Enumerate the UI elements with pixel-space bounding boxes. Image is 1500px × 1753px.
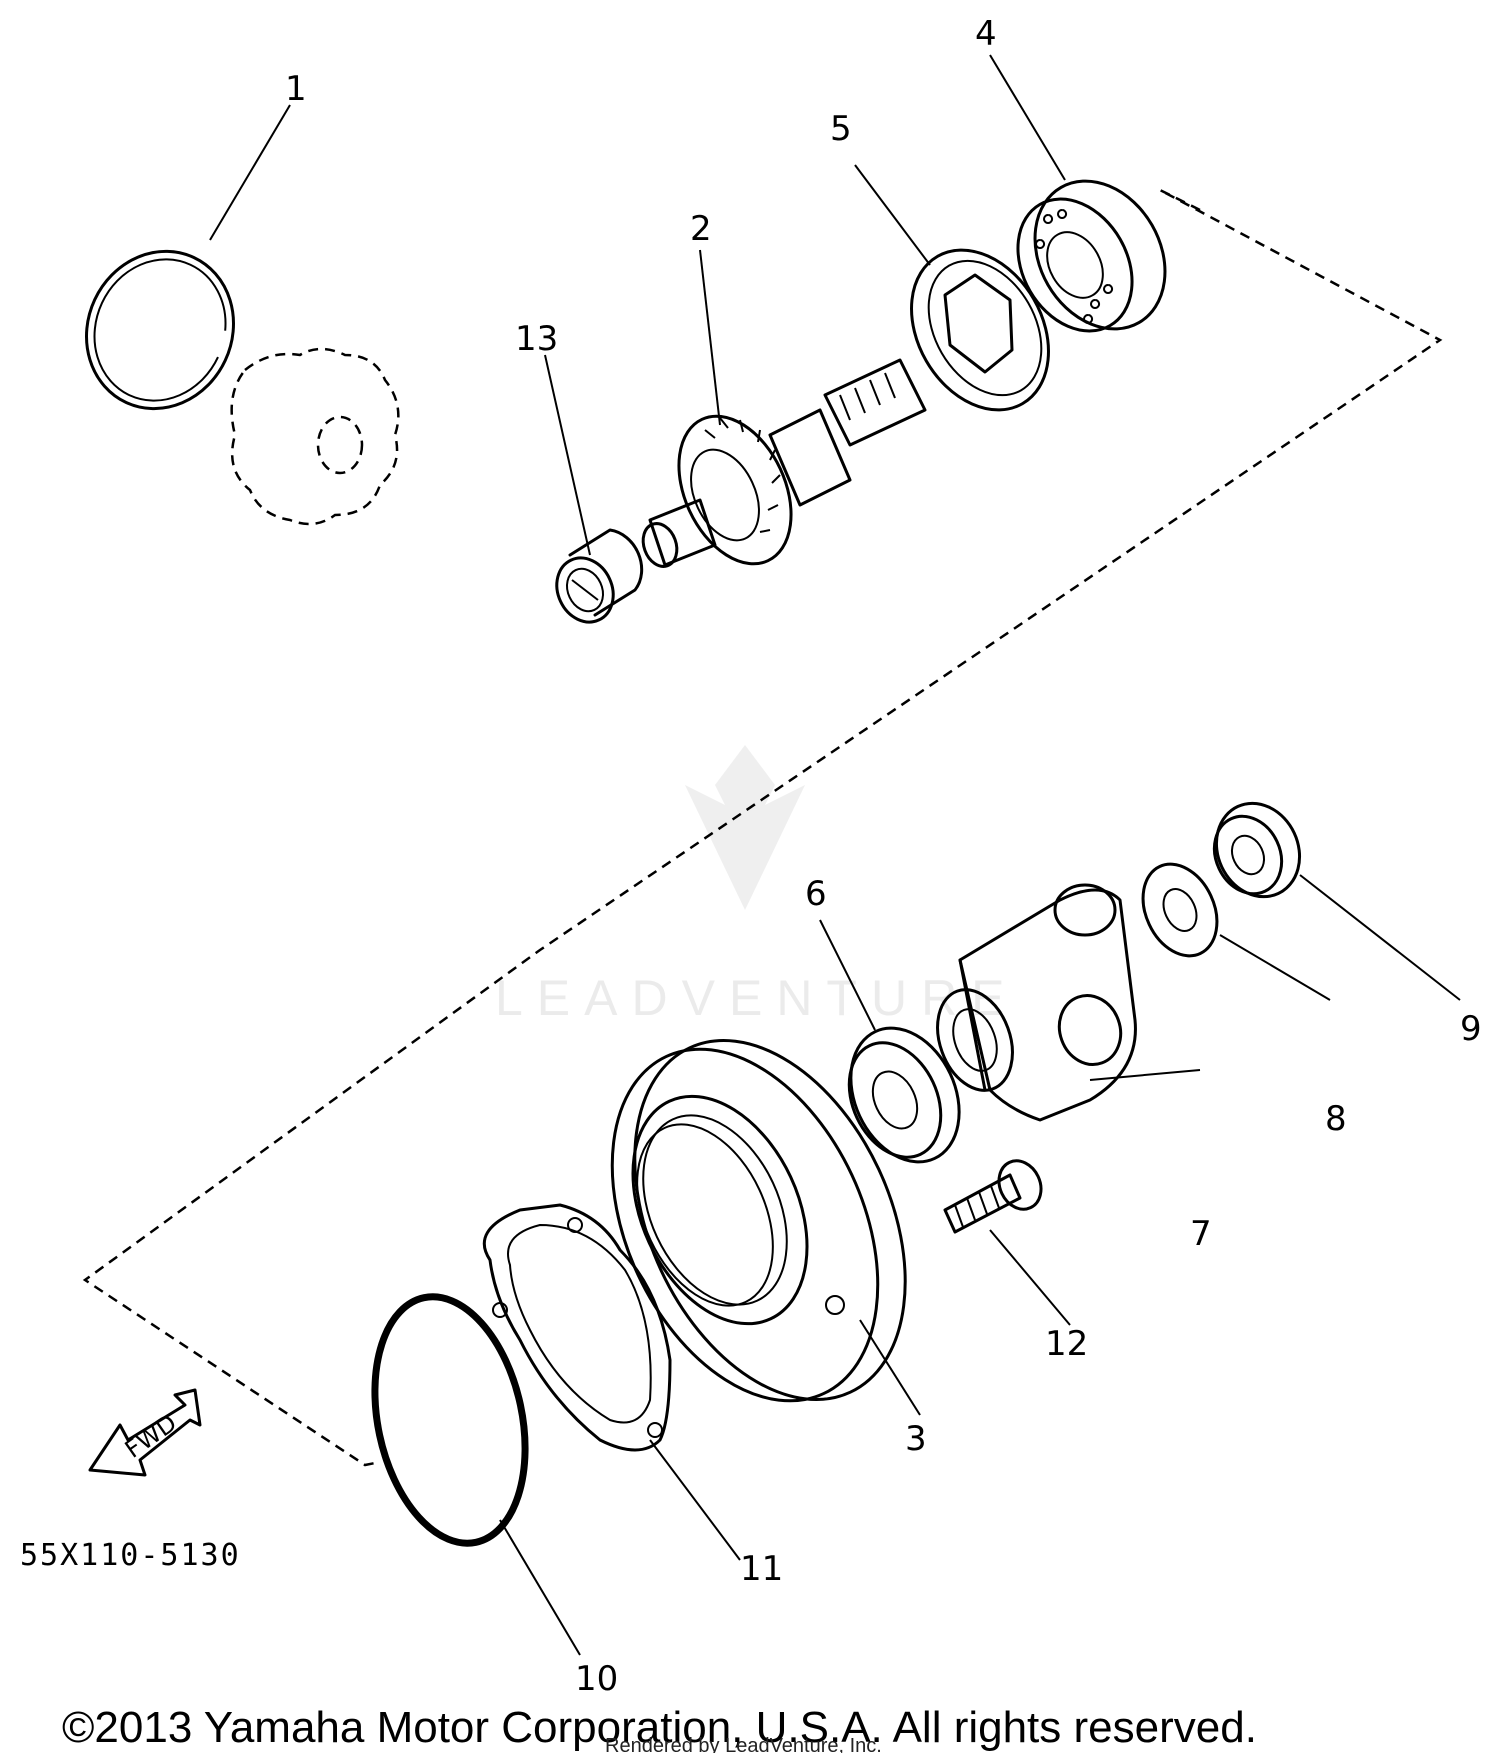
part-12-bolt [943,1159,1043,1234]
callout-9: 9 [1460,1009,1482,1049]
part-2-drive-gear [641,358,927,568]
callout-7: 7 [1190,1214,1212,1254]
fwd-label: FWD [120,1409,182,1464]
part-6-oil-seal [847,1026,961,1164]
callout-8: 8 [1325,1099,1347,1139]
callout-5: 5 [830,109,852,149]
diagram-code: 55X110-5130 [20,1538,241,1573]
watermark-text: LEADVENTURE [495,970,1019,1026]
part-1-circlip [85,249,235,411]
leadventure-watermark: LEADVENTURE [495,745,1019,1026]
copyright-notice: ©2013 Yamaha Motor Corporation, U.S.A. A… [62,1703,1257,1752]
callout-13: 13 [515,319,558,359]
callout-11: 11 [740,1549,783,1589]
part-7-yoke [936,883,1137,1122]
part-8-washer [1141,862,1219,958]
phantom-gear-reference [230,347,400,526]
part-11-gasket [482,1203,672,1452]
part-10-o-ring [371,1293,529,1547]
callout-4: 4 [975,14,997,54]
callout-numbers: 1 2 3 4 5 6 7 8 9 10 11 12 13 [285,14,1482,1699]
callout-6: 6 [805,874,827,914]
part-4-ball-bearing [1016,179,1167,333]
callout-12: 12 [1045,1324,1088,1364]
fwd-arrow: FWD [88,1388,202,1477]
part-9-nut [1212,801,1302,899]
assembly-outline-dashed [82,188,1443,1467]
part-13-needle-bearing [555,528,644,624]
rendered-by-note: Rendered by LeadVenture, Inc. [605,1735,882,1753]
callout-2: 2 [690,209,712,249]
callout-1: 1 [285,69,307,109]
leader-lines [209,54,1461,1656]
part-3-bearing-housing [610,1038,907,1403]
callout-3: 3 [905,1419,927,1459]
callout-10: 10 [575,1659,618,1699]
